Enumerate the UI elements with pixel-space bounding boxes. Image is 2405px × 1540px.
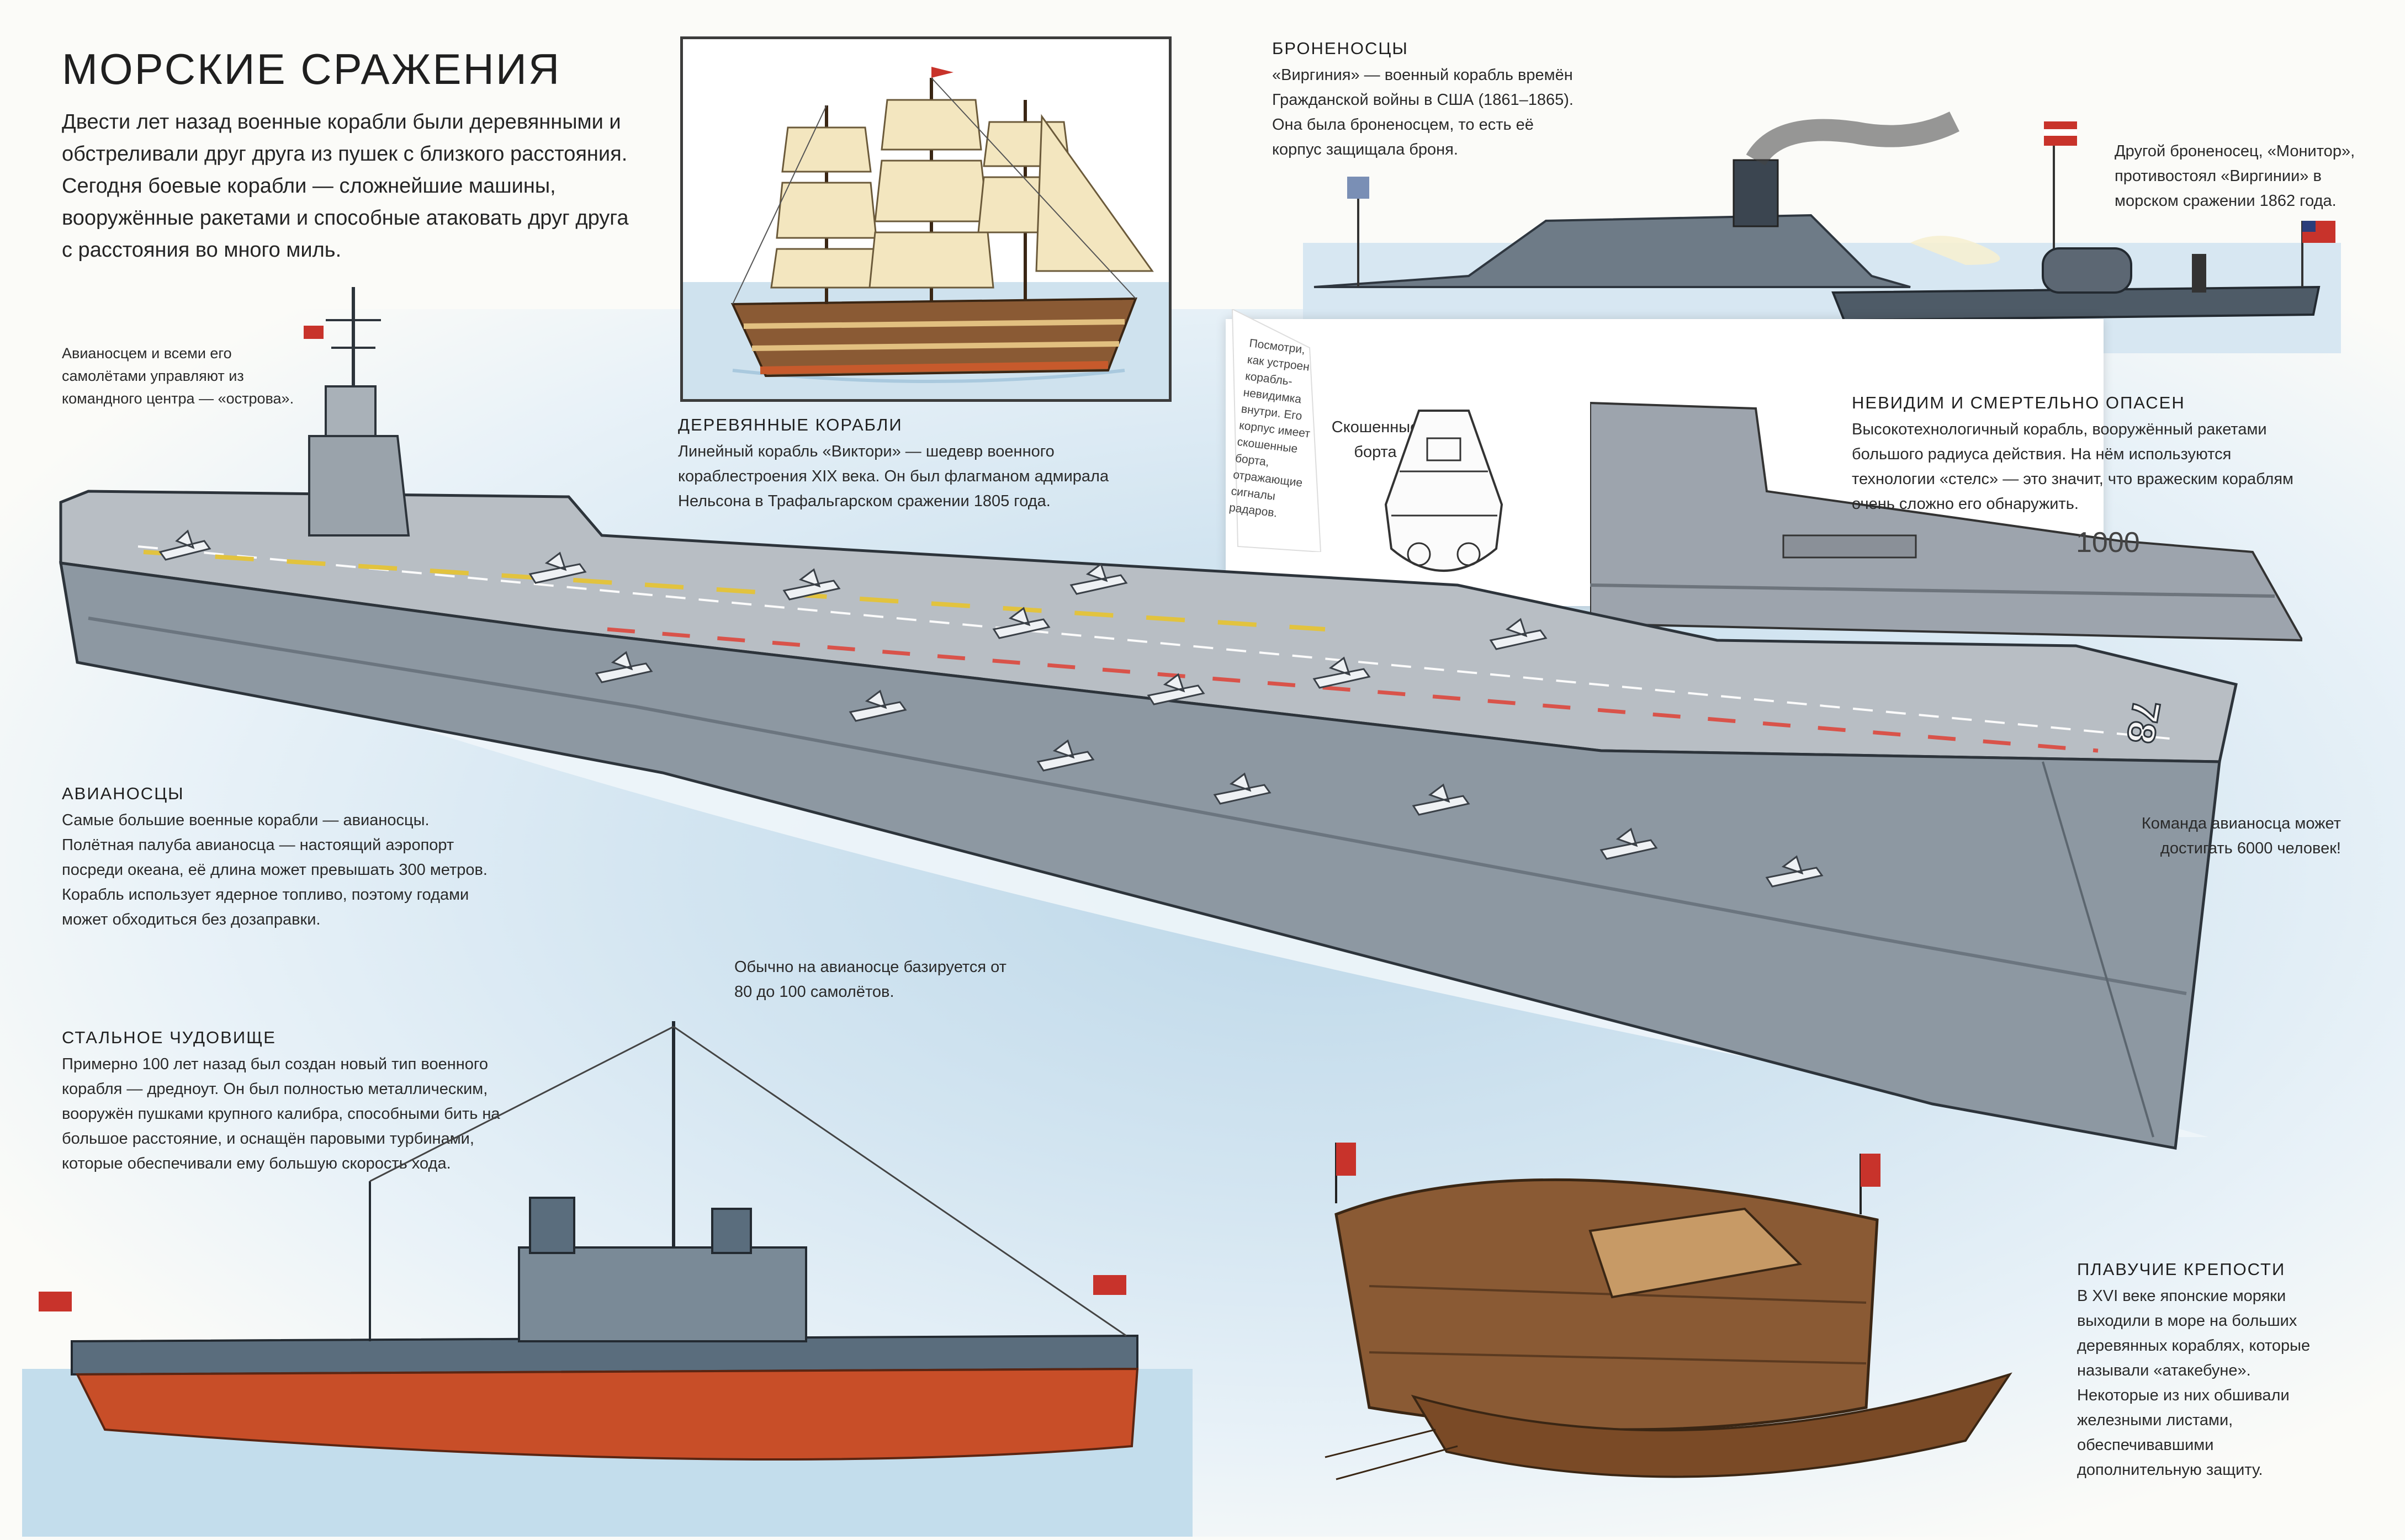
stealth-hull-number: 1000 (2076, 527, 2140, 559)
ironclads-text: «Виргиния» — военный корабль времён Граж… (1272, 66, 1574, 158)
stealth-caption: НЕВИДИМ И СМЕРТЕЛЬНО ОПАСЕН Высокотехнол… (1852, 393, 2316, 517)
carrier-hull-number: 78 (2118, 697, 2168, 747)
fortress-text: В XVI веке японские моряки выходили в мо… (2077, 1287, 2311, 1479)
wooden-ships-title: ДЕРЕВЯННЫЕ КОРАБЛИ (678, 415, 903, 434)
crew-caption: Команда авианосца может достигать 6000 ч… (2141, 815, 2341, 857)
carrier-island-caption: Авианосцем и всеми его самолётами управл… (62, 345, 294, 407)
page-title: МОРСКИЕ СРАЖЕНИЯ (62, 45, 561, 93)
atakebune-illustration (1325, 1143, 2012, 1480)
wooden-ships-text: Линейный корабль «Виктори» — шедевр воен… (678, 443, 1109, 510)
wooden-ships-caption: ДЕРЕВЯННЫЕ КОРАБЛИ Линейный корабль «Вик… (678, 415, 1153, 514)
fortress-caption: ПЛАВУЧИЕ КРЕПОСТИ В XVI веке японские мо… (2077, 1260, 2337, 1483)
fortress-title: ПЛАВУЧИЕ КРЕПОСТИ (2077, 1260, 2286, 1279)
carriers-text: Самые большие военные корабли — авианосц… (62, 811, 488, 928)
monitor-caption: Другой броненосец, «Монитор», противосто… (2115, 142, 2355, 210)
stealth-cross-section (1384, 410, 1503, 572)
slanted-sides-label: Скошенные борта (1331, 418, 1419, 461)
stealth-title: НЕВИДИМ И СМЕРТЕЛЬНО ОПАСЕН (1852, 393, 2185, 412)
dreadnought-title: СТАЛЬНОЕ ЧУДОВИЩЕ (62, 1028, 276, 1047)
dreadnought-illustration (22, 1021, 1193, 1537)
wooden-ship-illustration (683, 67, 1169, 399)
dreadnought-caption: СТАЛЬНОЕ ЧУДОВИЩЕ Примерно 100 лет назад… (62, 1028, 520, 1176)
wooden-ship-panel (680, 36, 1172, 402)
planes-caption: Обычно на авианосце базируется от 80 до … (734, 958, 1007, 1001)
flap-fold (1231, 309, 1322, 552)
ironclads-title: БРОНЕНОСЦЫ (1272, 39, 1408, 58)
dreadnought-text: Примерно 100 лет назад был создан новый … (62, 1055, 500, 1172)
carriers-caption: АВИАНОСЦЫ Самые большие военные корабли … (62, 784, 504, 932)
stealth-text: Высокотехнологичный корабль, вооружённый… (1852, 421, 2293, 513)
stealth-ship-illustration: 1000 (1590, 401, 2302, 642)
carriers-title: АВИАНОСЦЫ (62, 784, 184, 803)
aircraft-carrier-illustration: 78 (59, 287, 2238, 1150)
ironclads-caption: БРОНЕНОСЦЫ «Виргиния» — военный корабль … (1272, 39, 1581, 162)
page-intro: Двести лет назад военные корабли были де… (62, 110, 629, 262)
